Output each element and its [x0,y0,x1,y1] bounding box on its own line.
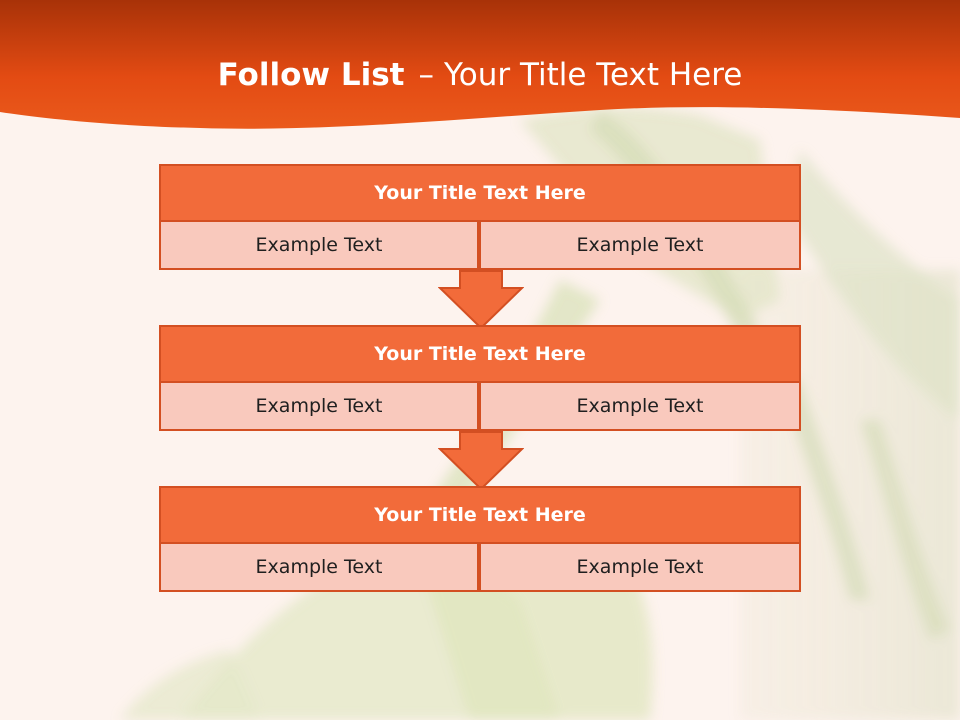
block-cell-right: Example Text [479,381,801,431]
block-title: Your Title Text Here [159,164,801,222]
down-arrow-icon [438,270,524,330]
slide-title-bold: Follow List [217,57,405,93]
block-cell-left: Example Text [159,220,479,270]
header-band [0,0,960,129]
list-block-1: Your Title Text Here Example Text Exampl… [159,164,801,270]
slide-title: Follow List–Your Title Text Here [0,52,960,98]
block-title: Your Title Text Here [159,325,801,383]
list-block-3: Your Title Text Here Example Text Exampl… [159,486,801,592]
block-cell-right: Example Text [479,220,801,270]
block-cell-left: Example Text [159,542,479,592]
block-cell-left: Example Text [159,381,479,431]
block-title: Your Title Text Here [159,486,801,544]
slide-title-rest: Your Title Text Here [443,57,743,93]
slide-title-separator: – [418,57,434,93]
block-cell-right: Example Text [479,542,801,592]
down-arrow-icon [438,431,524,491]
list-block-2: Your Title Text Here Example Text Exampl… [159,325,801,431]
